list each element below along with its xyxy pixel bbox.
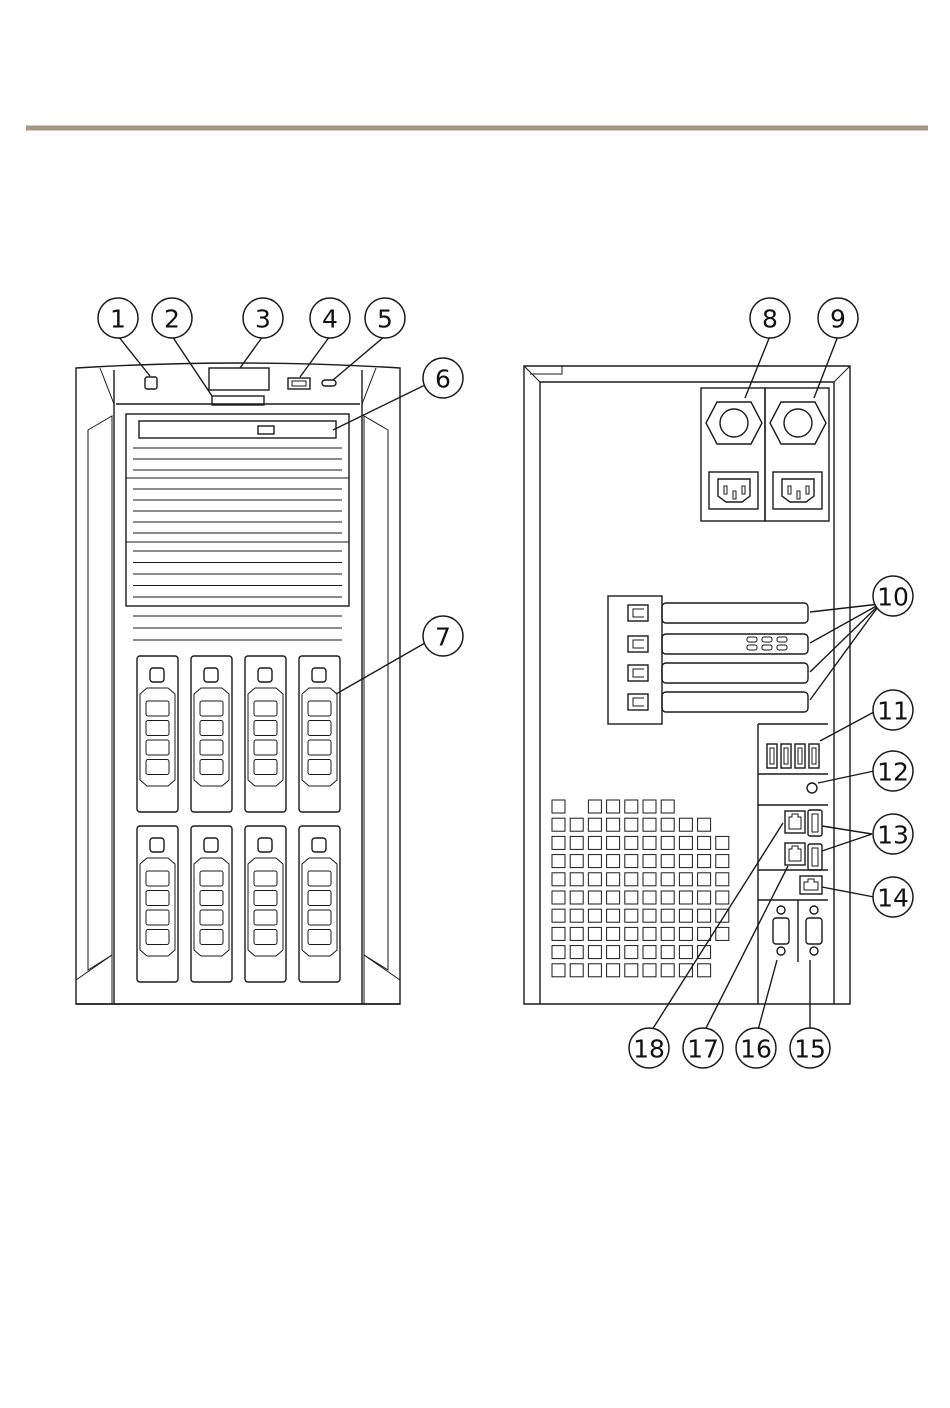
drive-bay (191, 656, 232, 812)
power-supply-2 (765, 388, 829, 521)
callout-9-label: 9 (830, 305, 846, 334)
ethernet-port-icon (785, 843, 805, 865)
usb-port-icon (767, 744, 777, 768)
drive-bay (137, 826, 178, 982)
drive-bay (137, 656, 178, 812)
usb-port-icon (795, 744, 805, 768)
pcie-slot (628, 663, 808, 683)
ethernet-port-icon (785, 811, 805, 833)
usb-port-icon (808, 810, 822, 836)
callout-7-label: 7 (435, 623, 451, 652)
callout-11: 11 (873, 690, 913, 730)
card-ports (747, 637, 787, 650)
callout-12-label: 12 (877, 758, 909, 787)
callout-9: 9 (818, 298, 858, 338)
callout-18: 18 (629, 1028, 669, 1068)
usb-port-icon (809, 744, 819, 768)
fan-grille-icon (706, 402, 762, 444)
io-panel (758, 724, 828, 1004)
callout-13: 13 (873, 814, 913, 854)
callout-18-label: 18 (633, 1035, 665, 1064)
pcie-slot (628, 692, 808, 712)
pcie-slot (628, 603, 808, 623)
callout-14: 14 (873, 877, 913, 917)
optical-drive (139, 421, 336, 438)
vga-port-icon (806, 906, 822, 955)
power-supply-1 (701, 388, 765, 521)
callout-6: 6 (423, 358, 463, 398)
callout-16: 16 (736, 1028, 776, 1068)
callout-2: 2 (152, 298, 192, 338)
pcie-slots (608, 596, 808, 724)
usb-port-icon (808, 844, 822, 870)
usb-c-port-icon (322, 380, 336, 386)
ethernet-port-icon (800, 876, 822, 894)
callout-17: 17 (683, 1028, 723, 1068)
callout-4: 4 (310, 298, 350, 338)
usb-port-icon (288, 378, 310, 389)
power-button (145, 377, 157, 389)
callout-4-label: 4 (322, 305, 338, 334)
callout-3: 3 (243, 298, 283, 338)
power-inlet-icon (709, 472, 758, 509)
drive-bay (299, 656, 340, 812)
callout-5: 5 (365, 298, 405, 338)
callout-5-label: 5 (377, 305, 393, 334)
callout-17-label: 17 (687, 1035, 719, 1064)
callout-7: 7 (423, 616, 463, 656)
callout-15-label: 15 (794, 1035, 826, 1064)
callout-15: 15 (790, 1028, 830, 1068)
callout-8-label: 8 (762, 305, 778, 334)
usb-port-icon (781, 744, 791, 768)
front-view (76, 363, 400, 1004)
callout-3-label: 3 (255, 305, 271, 334)
drive-bay (191, 826, 232, 982)
power-inlet-icon (773, 472, 822, 509)
drive-bay (245, 826, 286, 982)
callout-1: 1 (98, 298, 138, 338)
callout-6-label: 6 (435, 365, 451, 394)
callout-16-label: 16 (740, 1035, 772, 1064)
callout-8: 8 (750, 298, 790, 338)
callout-12: 12 (873, 751, 913, 791)
serial-port-icon (773, 906, 789, 955)
callout-11-label: 11 (877, 697, 909, 726)
callout-2-label: 2 (164, 305, 180, 334)
lcd-display (209, 368, 269, 390)
callout-14-label: 14 (877, 884, 909, 913)
callout-13-label: 13 (877, 821, 909, 850)
fan-grille-icon (770, 402, 826, 444)
rear-view (524, 366, 850, 1004)
callout-1-label: 1 (110, 305, 126, 334)
callout-10: 10 (873, 576, 913, 616)
drive-bay (299, 826, 340, 982)
audio-jack (807, 783, 817, 793)
drive-bay (245, 656, 286, 812)
callout-10-label: 10 (877, 583, 909, 612)
